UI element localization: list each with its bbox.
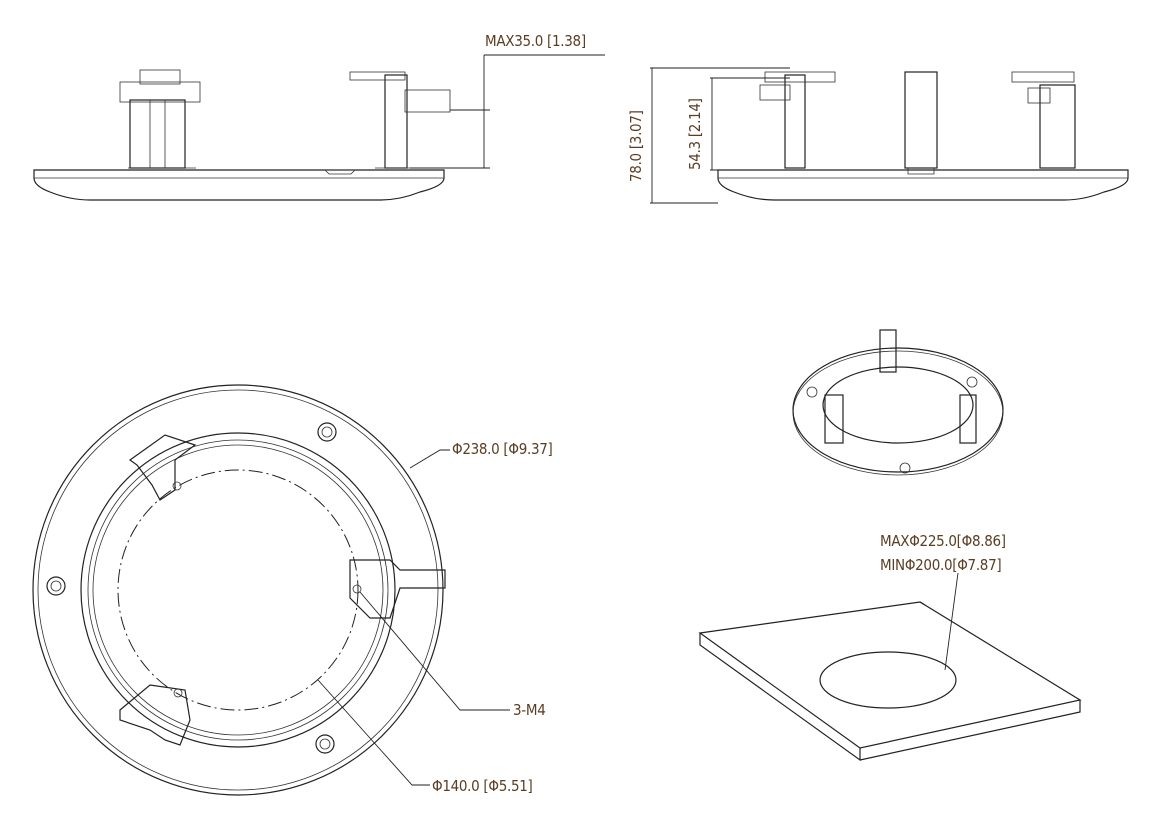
max-height-label: MAX35.0 [1.38] bbox=[485, 32, 586, 50]
inner-height-label: 54.3 [2.14] bbox=[686, 98, 704, 170]
cutout-min-label: MINΦ200.0[Φ7.87] bbox=[880, 556, 1002, 574]
screw-holes bbox=[46, 422, 337, 754]
inner-diameter-label: Φ140.0 [Φ5.51] bbox=[432, 777, 533, 795]
screw-label: 3-M4 bbox=[513, 701, 546, 719]
dimension-heights bbox=[650, 67, 790, 204]
leader-lines bbox=[317, 449, 510, 786]
side-view-right bbox=[717, 71, 1129, 201]
side-view-left bbox=[33, 69, 451, 201]
top-view bbox=[32, 384, 446, 796]
isometric-ring bbox=[792, 329, 1004, 476]
ceiling-plate bbox=[698, 572, 1082, 762]
cutout-max-label: MAXΦ225.0[Φ8.86] bbox=[880, 532, 1006, 550]
total-height-label: 78.0 [3.07] bbox=[627, 110, 645, 182]
dimension-max-height bbox=[410, 54, 605, 169]
outer-diameter-label: Φ238.0 [Φ9.37] bbox=[452, 440, 553, 458]
